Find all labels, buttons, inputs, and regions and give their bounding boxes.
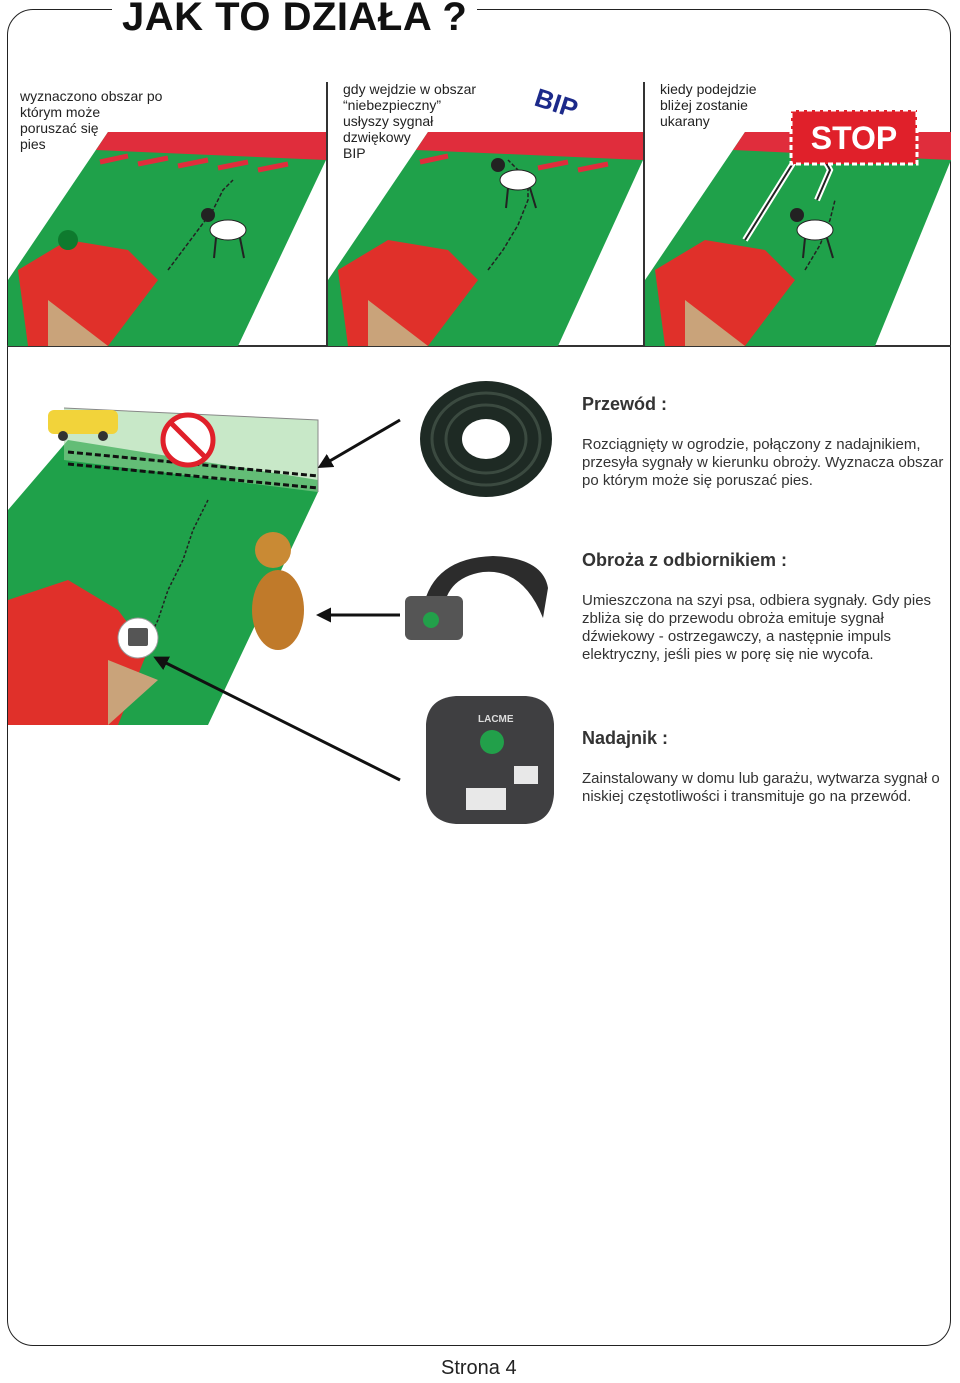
page-number: Strona 4 <box>441 1357 517 1379</box>
car-icon <box>48 410 118 441</box>
panel-divider <box>326 82 328 346</box>
section-title-collar: Obroża z odbiornikiem : <box>582 550 788 570</box>
scene-yard-safe <box>8 132 326 346</box>
scene-yard-stop: STOP <box>645 108 951 346</box>
section-body-cable: Rozciągnięty w ogrodzie, połączony z nad… <box>582 436 944 489</box>
house-icon <box>18 240 158 346</box>
panel-3-caption: kiedy podejdzie bliżej zostanie ukarany <box>660 81 757 129</box>
house-icon <box>655 240 795 346</box>
collar-image <box>405 556 548 640</box>
house-icon <box>8 580 158 725</box>
page-frame <box>7 9 951 1346</box>
yard-illustration <box>8 407 319 725</box>
bip-sound-text: BIP <box>531 82 581 124</box>
transmitter-image: LACME <box>426 696 554 824</box>
panel-1-caption: wyznaczono obszar po którym może porusza… <box>20 88 163 152</box>
dog-icon <box>201 208 247 259</box>
scene-yard-warning: BIP <box>328 82 643 346</box>
section-title-transmitter: Nadajnik : <box>582 728 669 748</box>
page-title: JAK TO DZIAŁA ? <box>112 0 478 40</box>
panel-2-caption: gdy wejdzie w obszar “niebezpieczny” usł… <box>343 81 477 161</box>
dog-icon <box>252 532 304 650</box>
no-dogs-sign-icon <box>160 412 216 468</box>
pointer-arrows <box>153 418 401 782</box>
transmitter-brand: LACME <box>478 714 514 725</box>
stop-sign-icon: STOP <box>789 108 919 166</box>
section-body-transmitter: Zainstalowany w domu lub garażu, wytwarz… <box>582 770 940 805</box>
arrow-transmitter <box>153 656 401 782</box>
transmitter-badge-icon <box>117 617 159 659</box>
cable-coil-image <box>420 381 552 497</box>
panel-divider <box>643 82 645 346</box>
section-body-collar: Umieszczona na szyi psa, odbiera sygnały… <box>582 592 932 663</box>
stop-sign-text: STOP <box>811 120 898 156</box>
arrow-cable <box>317 418 401 469</box>
dog-icon <box>790 208 834 259</box>
dog-icon <box>491 158 537 209</box>
house-icon <box>338 240 478 346</box>
section-title-cable: Przewód : <box>582 394 668 414</box>
panel-baseline <box>7 345 951 347</box>
